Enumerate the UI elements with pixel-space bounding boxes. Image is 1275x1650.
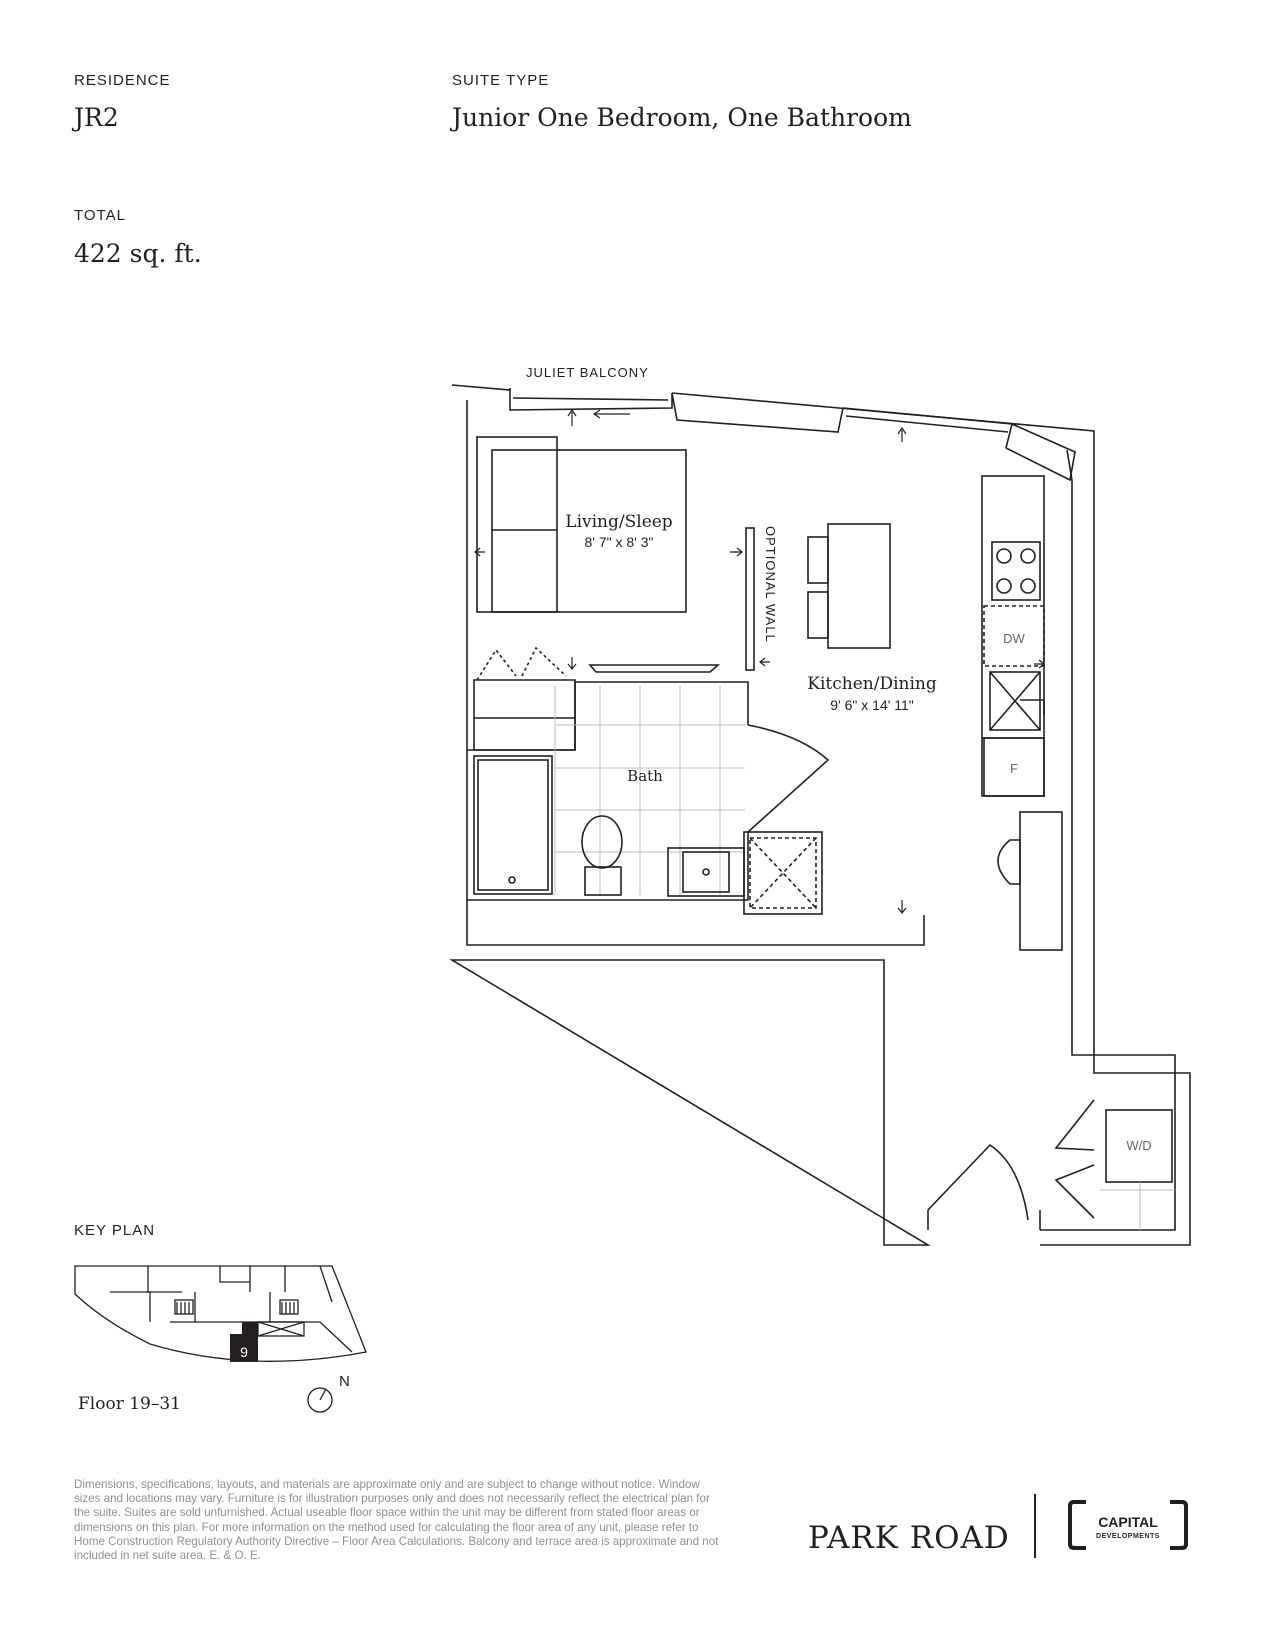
sofa [476,436,558,613]
chair-2 [807,591,829,639]
compass-icon [307,1387,333,1413]
closet-doors [476,646,567,681]
key-plan: 9 [74,1265,367,1362]
suite-type-value: Junior One Bedroom, One Bathroom [452,103,912,132]
residence-label: RESIDENCE [74,72,171,89]
kitchen-room-dimensions: 9' 6" x 14' 11" [830,697,914,713]
bath-room-name: Bath [627,767,663,785]
unit-number: 9 [240,1344,248,1360]
key-plan-label: KEY PLAN [74,1222,156,1239]
exterior-wall [449,384,1191,1246]
dining-table [827,523,891,649]
bath-door [747,724,830,833]
floor-range: Floor 19–31 [78,1394,181,1414]
suite-type-label: SUITE TYPE [452,72,550,89]
desk [1019,811,1063,951]
total-value: 422 sq. ft. [74,239,202,268]
north-label: N [339,1373,350,1390]
unit-9-highlight [230,1322,258,1362]
window-6 [1005,423,1076,482]
toilet [581,815,623,869]
entry-door [927,1143,1029,1221]
desk-chair [997,839,1021,885]
living-room-dimensions: 8' 7" x 8' 3" [585,534,654,550]
north-indicator: N [307,1373,350,1413]
window-5 [845,415,1009,433]
bed [491,449,687,613]
capital-developments-logo: CAPITAL DEVELOPMENTS [1068,1500,1188,1550]
chair-1 [807,536,829,584]
cooktop [991,541,1041,601]
window-1 [509,388,673,411]
bath-walls [467,681,749,901]
juliet-balcony-label: JULIET BALCONY [526,365,649,380]
washer-dryer [1105,1109,1173,1183]
kitchen-room-name: Kitchen/Dining [807,674,937,694]
laundry-doors [1054,1099,1095,1219]
bathtub [473,755,553,895]
dishwasher [983,605,1045,667]
fridge [983,737,1045,797]
brand-divider [1034,1494,1036,1558]
washer-dryer-label: W/D [1126,1138,1151,1153]
brand-name: PARK ROAD [808,1520,1010,1556]
bath-tiles [554,686,745,895]
dishwasher-label: DW [1003,631,1025,646]
closet [473,679,576,751]
closet-wall [588,664,721,673]
kitchen-sink [989,671,1041,731]
optional-wall [745,527,755,671]
disclaimer-text: Dimensions, specifications, layouts, and… [74,1478,719,1563]
total-label: TOTAL [74,207,126,224]
shower [743,831,823,915]
window-4 [842,407,1014,449]
logo-text-top: CAPITAL [1098,1514,1158,1530]
logo-text-bottom: DEVELOPMENTS [1096,1533,1160,1540]
window-3 [671,392,844,433]
optional-wall-label: OPTIONAL WALL [763,526,778,643]
vanity [667,847,745,897]
building-outline [74,1265,367,1362]
residence-value: JR2 [74,103,119,132]
interior-wall-outline [466,400,1176,1231]
fridge-label: F [1010,761,1018,776]
living-room-name: Living/Sleep [565,512,673,532]
window-2 [512,397,669,401]
